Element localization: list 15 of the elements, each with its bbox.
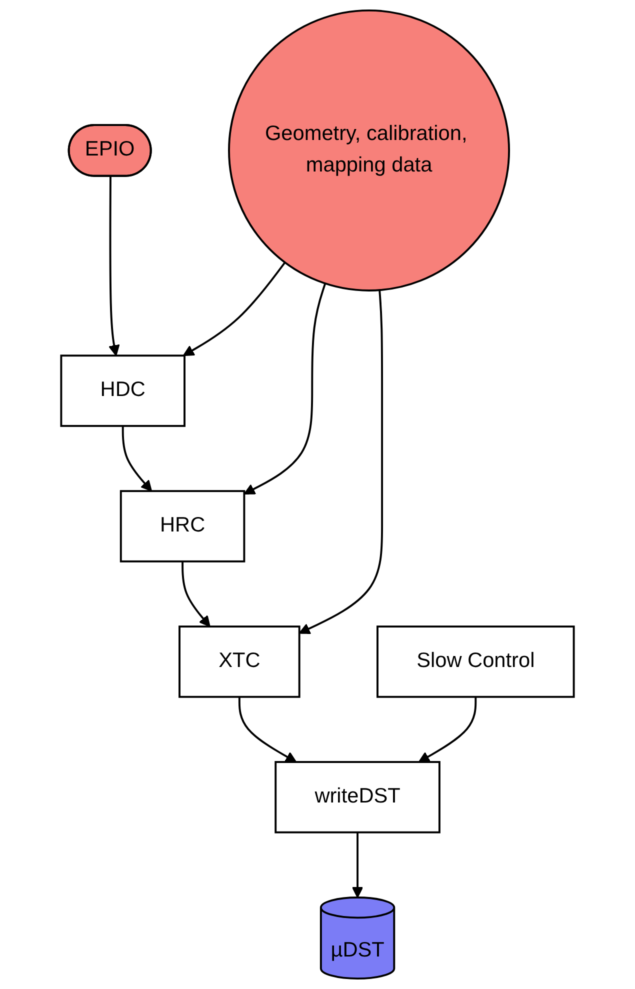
arrow bbox=[352, 832, 364, 898]
arrow bbox=[244, 283, 326, 495]
arrow bbox=[238, 696, 297, 763]
node-circle: Geometry, calibration, mapping data bbox=[228, 9, 510, 292]
arrow bbox=[108, 176, 120, 356]
arrow bbox=[182, 561, 210, 628]
node-box: HDC bbox=[60, 354, 186, 427]
node-box: HRC bbox=[120, 490, 246, 562]
node-box: XTC bbox=[178, 626, 300, 698]
arrow bbox=[122, 426, 152, 492]
arrow bbox=[182, 262, 286, 356]
node-box: Slow Control bbox=[376, 626, 575, 698]
arrow bbox=[298, 290, 384, 634]
node-box: writeDST bbox=[274, 761, 440, 834]
arrow bbox=[418, 696, 477, 763]
